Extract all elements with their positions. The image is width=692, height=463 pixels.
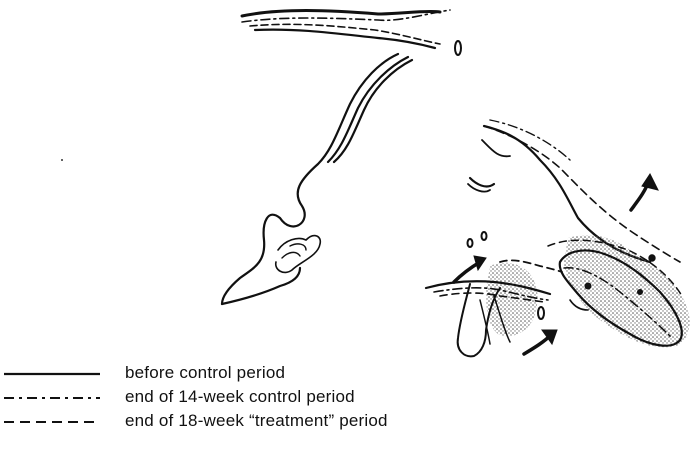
dash-dot-line-swatch	[4, 388, 104, 408]
stippled-tooth-region	[486, 235, 690, 347]
legend-label: end of 14-week control period	[125, 386, 355, 408]
arrow-icon	[524, 330, 557, 354]
legend-item-14-week-control: end of 14-week control period	[0, 386, 692, 410]
cranial-base-tracing	[242, 10, 461, 55]
soft-tissue-profile	[222, 54, 412, 304]
arrow-icon	[631, 174, 658, 210]
arrow-icon	[454, 256, 486, 282]
legend-label: before control period	[125, 362, 285, 384]
scan-speck	[61, 159, 63, 161]
dashed-line-swatch	[4, 412, 104, 432]
legend-item-18-week-treatment: end of 18-week “treatment” period	[0, 410, 692, 434]
solid-line-swatch	[4, 364, 104, 384]
legend-item-before-control: before control period	[0, 362, 692, 386]
legend-label: end of 18-week “treatment” period	[125, 410, 388, 432]
